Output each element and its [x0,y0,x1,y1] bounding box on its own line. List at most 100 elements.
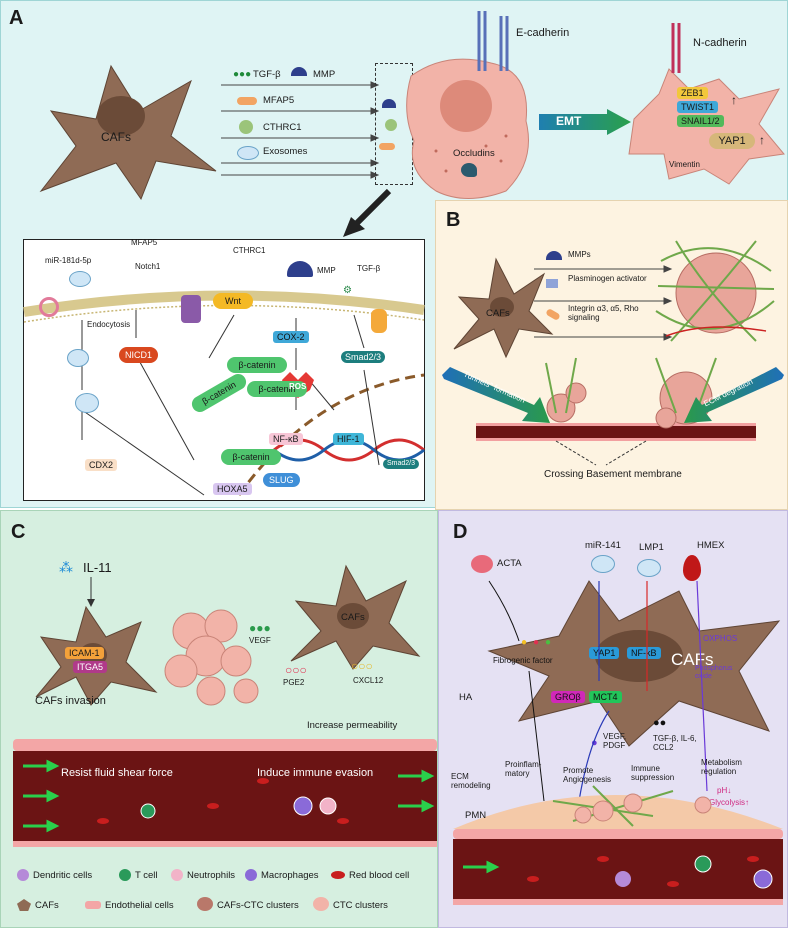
il11-icon: ⁂ [59,559,73,575]
cthrc1-path-label: CTHRC1 [233,246,266,255]
yap1-up-icon: ↑ [759,133,765,147]
acta-icon [471,555,493,573]
ctc-icon [313,897,329,911]
mfap5-path-label: MFAP5 [131,238,158,247]
emt-label: EMT [556,114,582,128]
tf-zeb1: ZEB1 [677,87,708,100]
crossing-label: Crossing Basement membrane [544,469,682,480]
caf-cell-b [453,257,554,359]
bcatenin-4: β-catenin [221,449,281,465]
ros-label: ROS [289,382,307,391]
fibrogenic-icon-2: ● [533,637,540,648]
pge2-icon: ○○○ [285,663,307,677]
factor-arrows [221,81,380,179]
legend-macrophages: Macrophages [261,870,319,881]
plasminogen-icon [546,279,558,288]
ecm-tumor [655,240,775,342]
endosome-icon-2 [75,393,99,413]
il11-arrow [87,577,95,607]
vimentin-label: Vimentin [669,160,700,169]
mmps-icon [546,251,562,260]
mmp-path-label: MMP [317,266,336,275]
panel-b-label: B [446,209,461,231]
integrin-label: Integrin α3, α5, Rho signaling [568,304,639,322]
mmp-receptor-icon [287,261,313,277]
ecadherin-receptors [477,11,509,71]
tumor-cell-a [406,58,529,199]
mmp-icon [291,67,307,76]
yap1-box-d: YAP1 [589,647,620,660]
hmex-icon [683,555,701,581]
macrophage-icon [245,869,257,881]
plasminogen-label: Plasminogen activator [568,274,647,283]
angiogenesis-label: Promote Angiogenesis [563,766,612,784]
up-arrow-icon: ↑ [731,93,737,107]
caf-label-b: CAFs [486,308,510,319]
exosome-icon [237,146,259,160]
rbc-icon [331,871,345,879]
signal-arrows-d [488,580,708,802]
immune-d-label: Immune suppression [631,764,675,782]
nicd1-box: NICD1 [119,347,159,364]
notch1-label: Notch1 [135,262,161,271]
endothelium-d-bottom [453,899,783,905]
mfap5-membrane-icon [379,143,395,150]
ph-label: pH↓ [717,786,732,795]
factor-mmp: MMP [313,69,336,80]
fibrogenic-icon: ● [521,637,528,648]
endocytosis-label: Endocytosis [87,320,131,329]
itga5-box: ITGA5 [73,661,108,674]
phosphorus-label: Phosphorus oxide [695,665,733,680]
caf-cell-c [290,564,421,670]
endothelium-d [453,829,783,839]
mir141-label: miR-141 [585,540,621,551]
tgfb-icon: ●●● [233,69,252,80]
panel-a-label: A [9,7,24,29]
cafs-label-d: CAFs [671,650,714,669]
pmn-mound [453,785,783,829]
zoom-arrow [343,188,392,237]
cxcl12-label: CXCL12 [353,676,384,685]
smad23-box: Smad2/3 [341,351,386,364]
cdx2-box: CDX2 [85,459,118,472]
nfkb-box: NF-κB [269,433,303,446]
ncadherin-receptors [671,23,681,73]
panel-c: C ⁂ IL-11 ICAM-1 ITGA5 CAFs invasion CAF… [0,510,438,928]
caf-ctc-icon [197,897,213,911]
ha-label: HA [459,692,473,703]
vegf-d-label: VEGF, PDGF [603,732,627,750]
receptor-icon [39,297,59,317]
immune-label: Induce immune evasion [257,767,374,779]
oxphos-label: OXPHOS [703,634,738,643]
occludins-label: Occludins [453,148,495,159]
endosome-icon-1 [67,349,89,367]
glyco-label: Glycolysis↑ [709,798,750,807]
acta-label: ACTA [497,558,522,569]
pge2-label: PGE2 [283,678,305,687]
tgfb-path-label: TGF-β [357,264,381,273]
channel-icon [181,295,201,323]
tf-twist1: TWIST1 [677,101,718,114]
ecm-arrow [684,367,784,423]
nfkb-box-d: NF-κB [627,647,661,660]
tumor-cluster-c [164,609,259,706]
slug-box: SLUG [263,473,300,488]
legend-caf-ctc: CAFs-CTC clusters [217,900,299,911]
pmn-label: PMN [465,810,487,821]
icam1-box: ICAM-1 [65,647,104,660]
panel-d: D ACTA miR-141 LMP1 HMEX YAP1 NF-κB CAFs… [438,510,788,928]
cxcl12-icon: ○○○ [351,659,373,673]
mir-exosome-icon [69,271,91,287]
tf-snail: SNAIL1/2 [677,115,724,128]
vegf-d-icon: ● [591,737,598,749]
panel-b: B CAFs MMPs Plasminogen activator Integr… [435,200,788,510]
legend-endothelial: Endothelial cells [105,900,174,911]
legend-dendritic: Dendritic cells [33,870,93,881]
caf-label-c: CAFs [341,612,365,623]
hmex-label: HMEX [697,540,725,551]
panel-c-label: C [11,521,26,543]
lmp1-exosome-icon [637,559,661,577]
il11-label: IL-11 [83,560,112,575]
cafs-invasion-label: CAFs invasion [35,695,106,707]
cthrc1-membrane-icon [385,119,397,131]
